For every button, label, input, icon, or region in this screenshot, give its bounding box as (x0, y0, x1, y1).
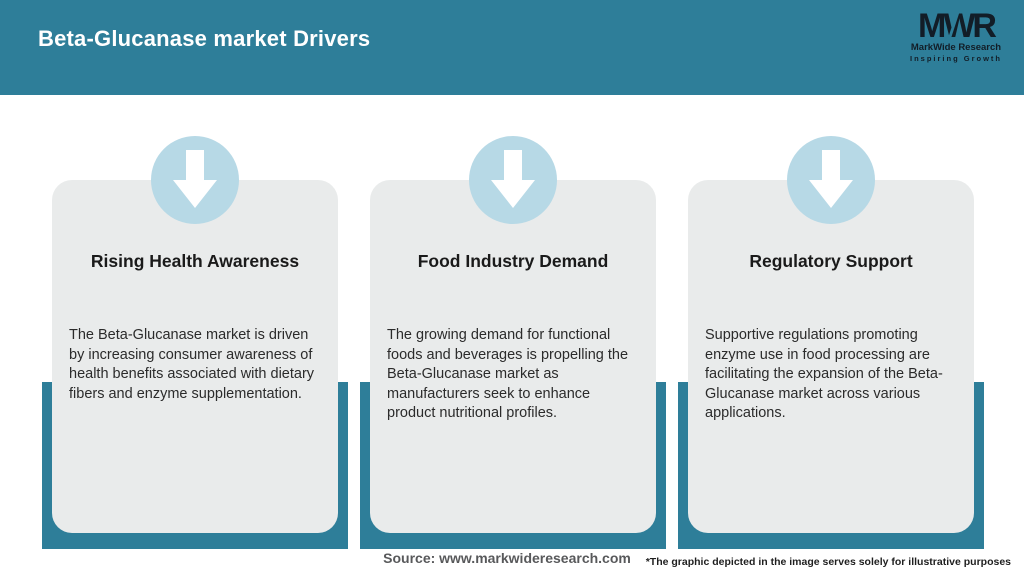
card-title: Food Industry Demand (417, 251, 609, 271)
source-text: Source: www.markwideresearch.com (383, 550, 631, 566)
page-title: Beta-Glucanase market Drivers (38, 26, 371, 51)
driver-card: Rising Health Awareness The Beta-Glucana… (52, 180, 338, 533)
card-body: Supportive regulations promoting enzyme … (705, 327, 943, 421)
driver-card-group-2: Food Industry Demand The growing demand … (360, 136, 666, 549)
card-title: Rising Health Awareness (90, 251, 300, 271)
driver-card-group-3: Regulatory Support Supportive regulation… (678, 136, 984, 549)
down-arrow-icon (151, 136, 239, 224)
driver-card: Food Industry Demand The growing demand … (370, 180, 656, 533)
logo-tagline: Inspiring Growth (910, 54, 1002, 63)
disclaimer-text: *The graphic depicted in the image serve… (645, 556, 1011, 568)
card-body: The Beta-Glucanase market is driven by i… (69, 327, 315, 402)
down-arrow-icon (469, 136, 557, 224)
driver-card: Regulatory Support Supportive regulation… (688, 180, 974, 533)
logo-company-name: MarkWide Research (910, 42, 1002, 53)
markwide-research-logo: MWR MarkWide Research Inspiring Growth (906, 9, 1006, 63)
logo-acronym: MWR (918, 7, 997, 45)
header-bar: Beta-Glucanase market Drivers MWR MarkWi… (0, 0, 1024, 95)
driver-card-group-1: Rising Health Awareness The Beta-Glucana… (42, 136, 348, 549)
card-title: Regulatory Support (749, 251, 913, 271)
down-arrow-icon (787, 136, 875, 224)
card-body: The growing demand for functional foods … (387, 327, 629, 421)
